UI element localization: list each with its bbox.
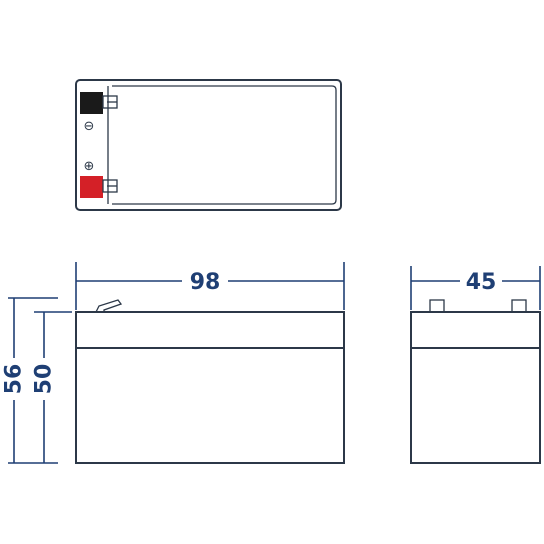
top-view-outline (75, 79, 342, 211)
top-view-inner-panel (112, 85, 337, 205)
negative-terminal (80, 92, 118, 114)
top-view: ⊖ ⊕ (75, 79, 342, 211)
side-view-terminal-left (429, 299, 445, 313)
negative-terminal-block (80, 92, 103, 114)
side-view-lid (410, 311, 541, 349)
negative-symbol: ⊖ (84, 119, 95, 134)
width-dimension-label: 45 (466, 270, 497, 295)
side-view-terminal-right (511, 299, 527, 313)
positive-terminal-block (80, 176, 103, 198)
front-view-terminal (95, 299, 123, 313)
total-height-dimension-label: 56 (2, 364, 27, 395)
side-view-case (410, 347, 541, 464)
case-height-dimension-label: 50 (32, 364, 57, 395)
length-dimension-label: 98 (190, 270, 221, 295)
front-view: 98 56 50 (2, 262, 345, 464)
front-view-lid (75, 311, 345, 349)
side-view: 45 (410, 266, 541, 464)
front-view-case (75, 347, 345, 464)
positive-symbol: ⊕ (84, 159, 95, 174)
positive-terminal (80, 176, 118, 198)
